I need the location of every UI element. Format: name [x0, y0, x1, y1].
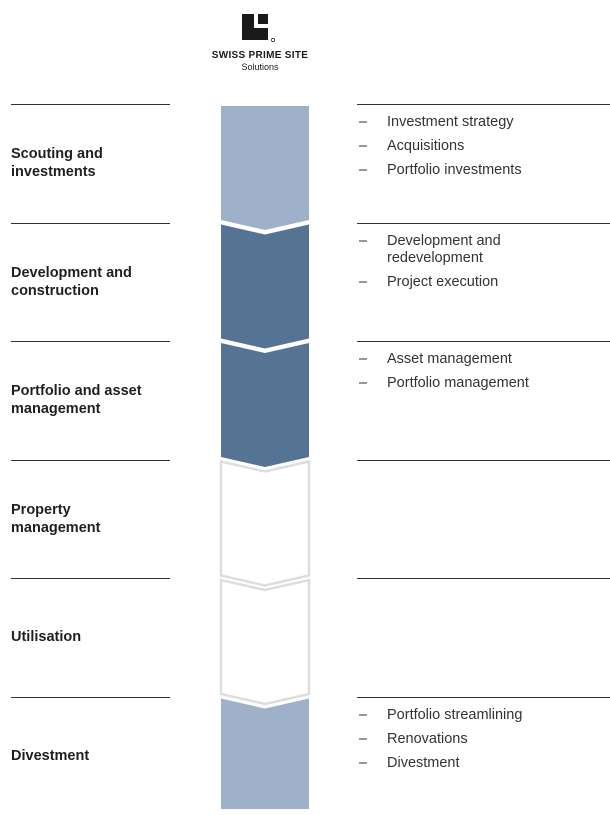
stage-row: Utilisation: [0, 578, 610, 696]
stage-title-line: Divestment: [11, 747, 90, 764]
logo: SWISS PRIME SITE Solutions: [195, 10, 325, 72]
stage-chevron: [221, 698, 309, 809]
stage-title-line: Property: [11, 501, 71, 518]
activity-list: Development and redevelopmentProject exe…: [359, 233, 599, 298]
stage-chevron: [221, 224, 309, 349]
stage-title: Portfolio and asset management: [11, 341, 181, 459]
activity-divider: [357, 696, 610, 698]
activity-item: Asset management: [359, 351, 599, 368]
activity-item: Portfolio investments: [359, 162, 599, 179]
stage-title: Utilisation: [11, 578, 181, 696]
sps-logo-icon: [242, 14, 275, 42]
stage-row: DivestmentPortfolio streamliningRenovati…: [0, 696, 610, 815]
stage-row: Portfolio and asset management Asset manag…: [0, 341, 610, 459]
stage-row: Development andconstructionDevelopment a…: [0, 222, 610, 341]
stage-chevron: [221, 343, 309, 467]
activity-list: Investment strategyAcquisitionsPortfolio…: [359, 114, 599, 186]
activity-item: Portfolio management: [359, 375, 599, 392]
stage-chevron: [219, 578, 311, 706]
activity-item: Investment strategy: [359, 114, 599, 131]
stage-title-line: Development and: [11, 264, 132, 281]
activity-divider: [357, 222, 610, 224]
value-chain-chevrons: [219, 106, 311, 809]
activity-item: Divestment: [359, 755, 599, 772]
activity-divider: [357, 341, 610, 342]
stage-title-line: investments: [11, 164, 96, 180]
activity-item: Portfolio streamlining: [359, 707, 599, 724]
logo-subtitle: Solutions: [241, 62, 279, 72]
stage-divider: [11, 578, 170, 579]
activity-item: Development and redevelopment: [359, 233, 599, 267]
stage-title-line: Utilisation: [11, 629, 82, 645]
activity-item: Project execution: [359, 274, 599, 291]
stage-divider: [11, 696, 170, 698]
activity-divider: [357, 578, 610, 579]
activity-divider: [357, 459, 610, 461]
stage-divider: [11, 222, 170, 224]
stage-title-line: Portfolio and asset: [11, 383, 142, 399]
logo-name: SWISS PRIME SITE: [211, 50, 309, 61]
stage-divider: [11, 104, 170, 105]
activity-item: Acquisitions: [359, 138, 599, 155]
stage-title-line: Scouting and: [11, 146, 103, 162]
activity-list: Asset managementPortfolio management: [359, 351, 599, 399]
stage-title-line: management: [11, 401, 101, 417]
stage-divider: [11, 341, 170, 342]
activity-list: Portfolio streamliningRenovationsDivestm…: [359, 707, 599, 779]
stage-title: Scouting and investments: [11, 104, 181, 222]
stage-title-line: management: [11, 519, 101, 536]
stage-chevron: [219, 459, 311, 587]
stage-divider: [11, 459, 170, 461]
stage-chevron: [221, 106, 309, 230]
activity-item: Renovations: [359, 731, 599, 748]
stage-row: Scouting and investments Investment strate…: [0, 104, 610, 222]
stage-title-line: construction: [11, 282, 99, 299]
stage-title: Divestment: [11, 697, 181, 815]
activity-divider: [357, 104, 610, 105]
